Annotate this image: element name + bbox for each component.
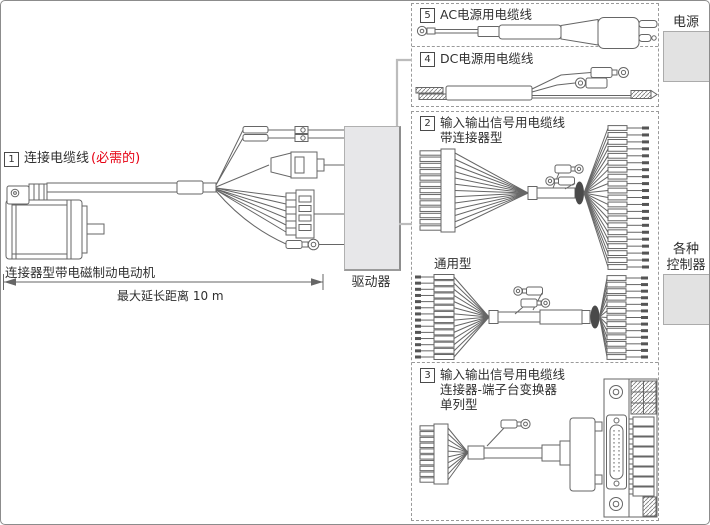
signal-cables-panel bbox=[411, 111, 659, 521]
panel-4-title: DC电源用电缆线 bbox=[440, 51, 534, 66]
cable-1-label: 1 连接电缆线 (必需的) bbox=[4, 151, 140, 167]
controllers-label-line1: 各种 bbox=[672, 242, 699, 257]
max-distance-label: 最大延长距离 10 m bbox=[117, 289, 224, 303]
motor-caption: 连接器型带电磁制动电动机 bbox=[5, 265, 156, 280]
controllers-label-line2: 控制器 bbox=[666, 257, 706, 273]
driver-label: 驱动器 bbox=[351, 275, 391, 290]
signal-panel-divider bbox=[412, 362, 658, 363]
item-number-2: 2 bbox=[420, 115, 435, 131]
connection-cable-drawing bbox=[46, 126, 344, 251]
driver-to-power-panel-line bbox=[395, 58, 412, 126]
item-number-4: 4 bbox=[420, 51, 435, 67]
controller-box bbox=[663, 274, 709, 325]
panel-3-title: 输入输出信号用电缆线 bbox=[440, 367, 566, 382]
cable-1-text: 连接电缆线 bbox=[24, 151, 90, 166]
general-type-label: 通用型 bbox=[434, 256, 472, 271]
item-number-3: 3 bbox=[420, 367, 435, 383]
panel-3-subtitle: 连接器-端子台变换器 bbox=[440, 382, 558, 397]
panel-4-label: 4 DC电源用电缆线 bbox=[420, 51, 533, 67]
panel-2-title: 输入输出信号用电缆线 bbox=[440, 115, 566, 130]
driver-box bbox=[344, 126, 401, 271]
item-number-1: 1 bbox=[4, 151, 19, 167]
panel-5-label: 5 AC电源用电缆线 bbox=[420, 7, 532, 23]
panel-3-label: 3 输入输出信号用电缆线 连接器-端子台变换器 单列型 bbox=[420, 367, 565, 412]
power-panel-divider bbox=[412, 46, 658, 47]
cable-1-required-note: (必需的) bbox=[91, 151, 141, 166]
panel-2-subtitle: 带连接器型 bbox=[440, 130, 503, 145]
panel-5-title: AC电源用电缆线 bbox=[440, 7, 533, 22]
motor-drawing bbox=[5, 183, 105, 260]
power-cables-panel bbox=[411, 3, 659, 107]
item-number-5: 5 bbox=[420, 7, 435, 23]
controllers-label: 各种 控制器 bbox=[661, 242, 709, 273]
panel-2-label: 2 输入输出信号用电缆线 带连接器型 bbox=[420, 115, 565, 145]
panel-3-subtitle2: 单列型 bbox=[440, 397, 478, 412]
power-supply-box bbox=[663, 31, 709, 82]
power-supply-label: 电源 bbox=[672, 15, 699, 30]
